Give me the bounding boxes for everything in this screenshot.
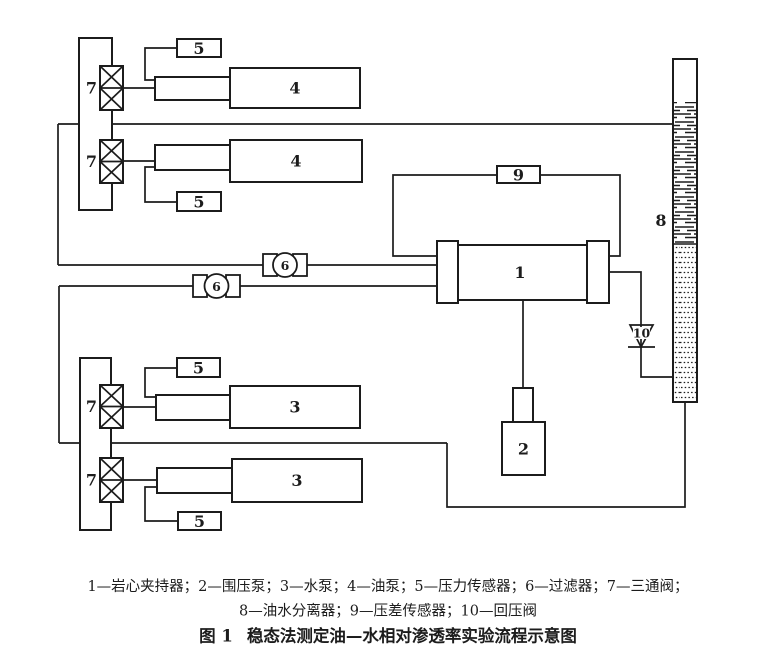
pressure-sensor-1 (176, 38, 222, 58)
caption-legend-line2: 8—油水分离器；9—压差传感器；10—回压阀 (239, 603, 537, 620)
label-separator: 8 (655, 211, 666, 230)
label-back-pressure-valve: 10 (633, 326, 651, 341)
filter-icon (262, 252, 308, 278)
oil-pump-1-cylinder (154, 76, 231, 101)
label-dp-sensor: 9 (513, 166, 524, 185)
back-pressure-valve-icon (628, 324, 655, 349)
water-pump-2-cylinder (156, 467, 233, 494)
oil-pump-2-cylinder (154, 144, 231, 171)
label-confining-pump: 2 (518, 440, 529, 459)
separator-oil-phase (674, 102, 696, 244)
pipe-dp-loop-left (392, 174, 497, 257)
pipe-sensor-branch-1 (144, 47, 177, 81)
caption-figure-number: 图 1 (199, 626, 233, 645)
core-holder-body (457, 244, 588, 301)
label-core-holder: 1 (514, 263, 525, 282)
core-holder-cap-right (586, 240, 610, 304)
three-way-valve-icon (98, 457, 125, 503)
pipe-sensor-branch-3 (144, 367, 177, 398)
separator-water-phase (674, 244, 696, 402)
filter-icon (192, 273, 241, 299)
oil-pump-2 (229, 139, 363, 183)
label-water-pump: 3 (289, 398, 300, 417)
confining-pump-box (501, 421, 546, 476)
label-pressure-sensor: 5 (193, 39, 204, 58)
oil-pump-1 (229, 67, 361, 109)
pressure-sensor-2 (176, 191, 222, 212)
water-manifold (79, 357, 112, 531)
label-three-way-valve: 7 (86, 152, 97, 171)
caption-title-text: 稳态法测定油—水相对渗透率实验流程示意图 (247, 625, 577, 645)
pressure-sensor-4 (177, 511, 222, 531)
label-filter: 6 (281, 258, 290, 273)
pipe-separator-drain (446, 402, 686, 508)
label-pressure-sensor: 5 (193, 359, 204, 378)
pipe-dp-loop-right (540, 174, 621, 257)
pressure-sensor-3 (176, 357, 221, 378)
label-filter: 6 (212, 279, 221, 294)
label-three-way-valve: 7 (86, 471, 97, 490)
label-three-way-valve: 7 (86, 397, 97, 416)
label-oil-pump: 4 (289, 79, 300, 98)
label-three-way-valve: 7 (86, 79, 97, 98)
pipe-sensor-branch-4 (144, 486, 178, 522)
filters (192, 252, 308, 299)
label-water-pump: 3 (291, 471, 302, 490)
pipe-sensor-branch-2 (144, 166, 177, 203)
label-pressure-sensor: 5 (193, 193, 204, 212)
label-oil-pump: 4 (290, 152, 301, 171)
water-pump-2 (231, 458, 363, 503)
caption-legend-line1: 1—岩心夹持器；2—围压泵；3—水泵；4—油泵；5—压力传感器；6—过滤器；7—… (87, 578, 688, 595)
confining-pump-neck (512, 387, 534, 423)
label-pressure-sensor: 5 (194, 512, 205, 531)
component-labels: 1 2 3 3 4 4 5 5 5 5 6 6 7 7 7 7 8 9 10 (86, 39, 667, 531)
water-pump-1-cylinder (155, 394, 231, 421)
separator-column (672, 58, 698, 403)
three-way-valve-icon (98, 65, 125, 111)
caption-title: 图 1 稳态法测定油—水相对渗透率实验流程示意图 (199, 625, 577, 645)
three-way-valve-icon (98, 139, 125, 184)
figure-caption: 1—岩心夹持器；2—围压泵；3—水泵；4—油泵；5—压力传感器；6—过滤器；7—… (87, 578, 688, 645)
dp-sensor-box (496, 165, 541, 184)
oil-manifold (78, 37, 113, 211)
three-way-valves (98, 65, 125, 503)
three-way-valve-icon (98, 384, 125, 429)
water-pump-1 (229, 385, 361, 429)
equipment-boxes (78, 37, 610, 531)
core-holder-cap-left (436, 240, 459, 304)
